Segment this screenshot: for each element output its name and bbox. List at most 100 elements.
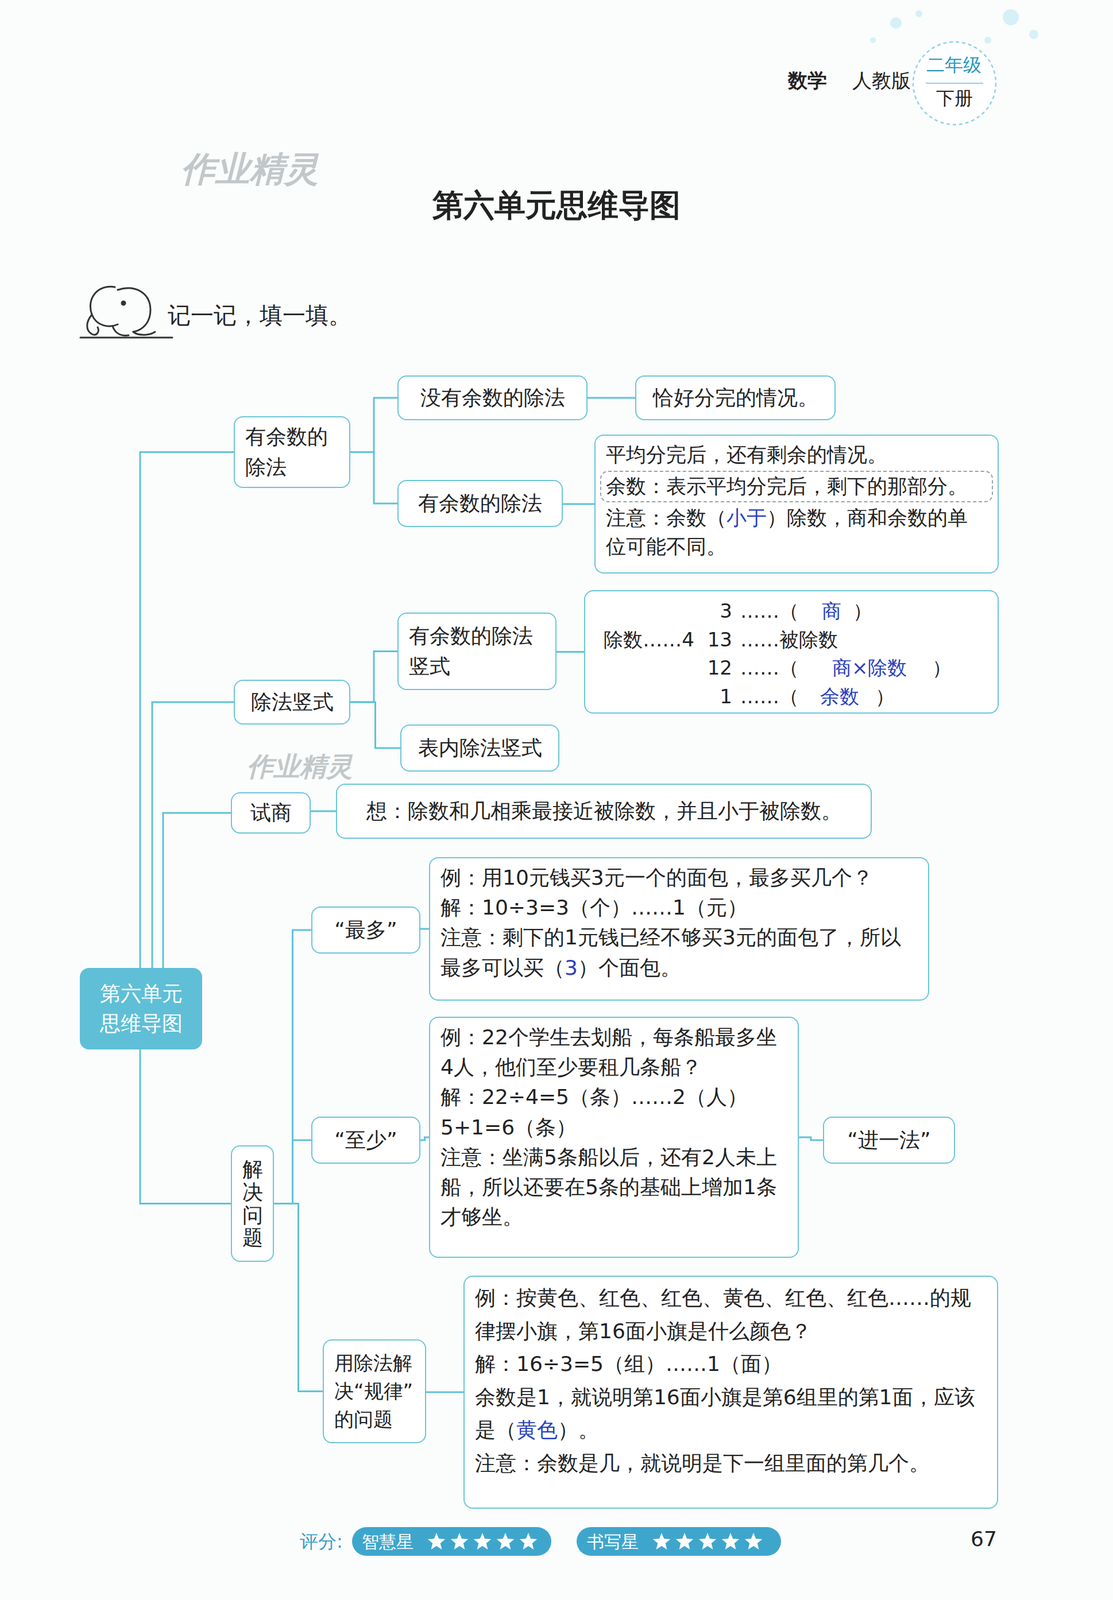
page-number: 67 (970, 1527, 997, 1552)
watermark: 作业精灵 (180, 146, 319, 193)
node-text: “进一法” (847, 1128, 931, 1153)
node-text: 12 (700, 653, 733, 683)
connector (350, 452, 398, 505)
paragraph: 注意：剩下的1元钱已经不够买3元的面包了，所以最多可以买（3）个面包。 (440, 922, 918, 983)
node-text: 解：16÷3=5（组）……1（面） (474, 1352, 783, 1377)
paragraph: 例：按黄色、红色、红色、黄色、红色、红色……的规律摆小旗，第16面小旗是什么颜色… (474, 1281, 987, 1348)
node-text: 试商 (250, 801, 292, 825)
node-text: 注意：余数（ (605, 506, 727, 530)
connector (798, 1137, 823, 1141)
paragraph: 有余数的除法竖式 (408, 621, 546, 682)
paragraph: 余数是1，就说明第16面小旗是第6组里的第1面，应该是（黄色）。 (474, 1381, 987, 1448)
node-text: 注意：余数是几，就说明是下一组里面的第几个。 (474, 1451, 930, 1476)
score-pills (352, 1527, 782, 1557)
paragraph: 5+1=6（条） (440, 1113, 788, 1143)
topic-box: 用除法解决“规律”的问题 (322, 1339, 427, 1444)
connector (556, 651, 585, 653)
paragraph: 解决问题 (242, 1158, 264, 1250)
node-text: 余数：表示平均分完后，剩下的那部分。 (605, 474, 968, 498)
elephant (80, 286, 173, 338)
watermark: 作业精灵 (246, 749, 353, 786)
answer-text: 黄色 (516, 1418, 558, 1443)
topic-box: 试商 (230, 792, 311, 834)
grade-badge (913, 41, 996, 125)
node-text: 表内除法竖式 (418, 736, 543, 760)
vertical-box: 解决问题 (230, 1145, 274, 1263)
note-box: 平均分完后，还有剩余的情况。余数：表示平均分完后，剩下的那部分。注意：余数（小于… (594, 434, 999, 574)
connector (273, 1140, 312, 1205)
connector (420, 1137, 430, 1141)
paragraph: 余数：表示平均分完后，剩下的那部分。 (605, 472, 988, 502)
paragraph: “至少” (334, 1125, 397, 1156)
node-text: ）个面包。 (577, 956, 682, 980)
node-text: 有余数的除法 (245, 424, 328, 479)
volume: 下册 (936, 86, 973, 112)
connector (163, 813, 231, 969)
star (519, 1533, 537, 1551)
answer-text: 小于 (726, 506, 767, 530)
node-text: 5+1=6（条） (440, 1115, 577, 1140)
paragraph: 用除法解决“规律”的问题 (334, 1349, 415, 1435)
answer-text: 3 (564, 956, 578, 980)
paragraph: “进一法” (847, 1125, 931, 1156)
connector (310, 810, 336, 813)
connector (426, 1392, 464, 1394)
star (450, 1533, 469, 1551)
paragraph: 注意：余数（小于）除数，商和余数的单位可能不同。 (605, 503, 988, 563)
paragraph: 解：10÷3=3（个）……1（元） (440, 893, 918, 923)
page-title: 第六单元思维导图 (0, 184, 1113, 227)
node-text: ……（ (740, 682, 799, 711)
note-box: 想：除数和几相乘最接近被除数，并且小于被除数。 (335, 783, 872, 840)
star (496, 1533, 515, 1551)
star (698, 1533, 717, 1551)
topic-box: “进一法” (822, 1117, 956, 1165)
paragraph: 想：除数和几相乘最接近被除数，并且小于被除数。 (366, 796, 842, 827)
paragraph: 试商 (250, 798, 292, 829)
star (744, 1533, 763, 1551)
node-text: ）。 (557, 1418, 599, 1443)
node-text: 解：10÷3=3（个）……1（元） (440, 895, 748, 920)
connector (140, 452, 234, 969)
note-box: 例：按黄色、红色、红色、黄色、红色、红色……的规律摆小旗，第16面小旗是什么颜色… (463, 1276, 999, 1510)
note-box: 例：22个学生去划船，每条船最多坐4人，他们至少要租几条船？解：22÷4=5（条… (429, 1017, 799, 1259)
connector (273, 1204, 323, 1393)
paragraph: 表内除法竖式 (418, 733, 543, 764)
node-text: “至少” (334, 1128, 397, 1153)
node-text: 3 (700, 596, 733, 626)
paragraph: 第六单元 思维导图 (91, 979, 191, 1039)
topic-box: 除法竖式 (233, 679, 351, 725)
bubbles (870, 9, 1039, 44)
connector (140, 1049, 231, 1205)
node-text: ……（ (740, 596, 799, 626)
answer-text: 商×除数 (832, 653, 908, 683)
node-text: 例：用10元钱买3元一个的面包，最多买几个？ (440, 866, 873, 890)
note-box: 恰好分完的情况。 (635, 375, 836, 421)
node-text: 例：22个学生去划船，每条船最多坐4人，他们至少要租几条船？ (440, 1025, 778, 1080)
badge-rule (925, 82, 984, 84)
answer-text: 商 (821, 596, 842, 626)
subject: 数学 (787, 67, 827, 95)
node-text: 第六单元 思维导图 (99, 982, 183, 1036)
edition: 人教版 (852, 67, 911, 95)
connector (273, 930, 312, 1205)
node-text: ……（ (740, 653, 799, 683)
score-label: 评分: (299, 1529, 343, 1556)
connector (420, 928, 430, 931)
node-text: “最多” (334, 918, 397, 942)
node-text: 有余数的除法 (418, 491, 543, 516)
paragraph: 注意：坐满5条船以后，还有2人未上船，所以还要在5条的基础上增加1条才够坐。 (440, 1142, 788, 1234)
topic-box: 没有余数的除法 (397, 375, 588, 421)
root-node: 第六单元 思维导图 (79, 968, 203, 1050)
paragraph: 解：22÷4=5（条）……2（人） (440, 1082, 788, 1113)
slot: 余数：表示平均分完后，剩下的那部分。 (605, 470, 988, 503)
node-text: ） (932, 653, 952, 683)
paragraph: “最多” (334, 915, 397, 946)
connector (350, 651, 398, 703)
paragraph: 注意：余数是几，就说明是下一组里面的第几个。 (474, 1447, 987, 1481)
node-text: 除数……4 (588, 625, 695, 655)
node-text: ） (875, 682, 895, 711)
connector (152, 702, 234, 969)
node-text: ） (852, 596, 873, 626)
node-text: 1 (700, 682, 733, 711)
